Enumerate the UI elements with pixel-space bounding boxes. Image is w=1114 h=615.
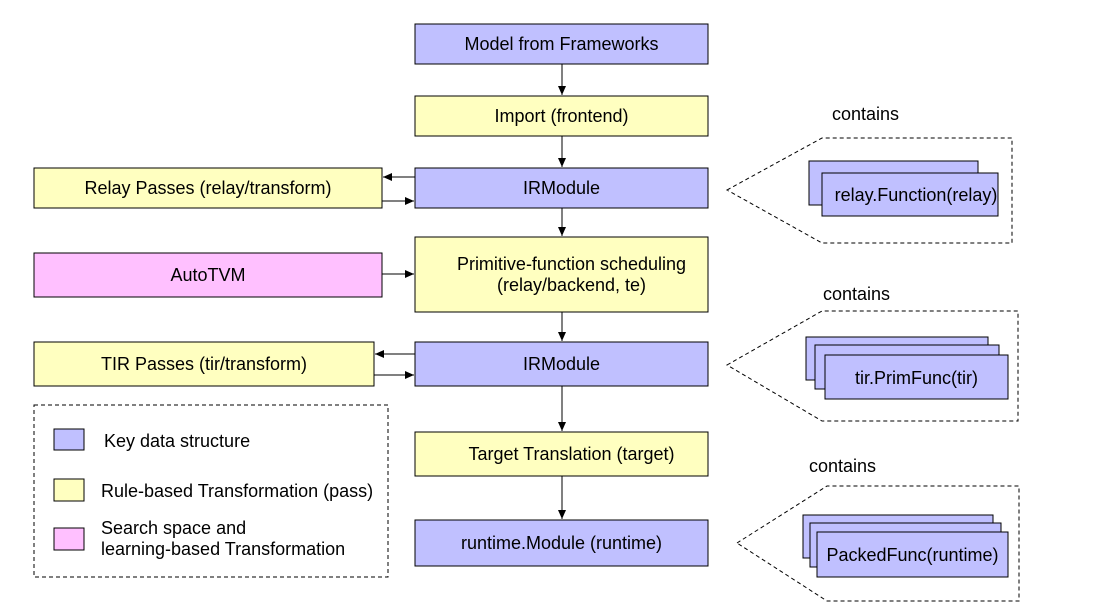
legend-rule-label: Rule-based Transformation (pass): [101, 481, 374, 501]
relay-passes-label: Relay Passes (relay/transform): [84, 178, 332, 198]
packedfunc-stack-front: [816, 531, 1009, 578]
irmodule-relay-label: IRModule: [522, 178, 601, 198]
target-translation-box: [414, 431, 709, 477]
runtime-module-box: [414, 519, 709, 567]
model-from-frameworks-box: [414, 23, 709, 65]
primfunc-stack-front: [824, 354, 1009, 400]
contains-callout-relay: [725, 137, 1013, 244]
scheduling-label-line2: (relay/backend, te): [496, 275, 647, 295]
primitive-function-scheduling-box: [414, 236, 709, 313]
import-frontend-box: [414, 95, 709, 137]
relay-function-stack-front: [821, 172, 999, 217]
target-translation-label: Target Translation (target): [468, 444, 675, 464]
contains-callout-tir: [726, 310, 1019, 422]
contains-callout-packedfunc: [736, 485, 1020, 602]
legend-frame: [33, 404, 389, 578]
legend-key-label: Key data structure: [104, 431, 251, 451]
relay-passes-box: [33, 167, 383, 209]
legend-swatch-key: [53, 428, 85, 451]
primfunc-label: tir.PrimFunc(tir): [855, 368, 978, 388]
legend-search-label-line1: Search space and: [101, 518, 247, 538]
contains-label-tir: contains: [823, 284, 891, 304]
legend-swatch-rule: [53, 478, 85, 502]
autotvm-box: [33, 252, 383, 298]
tir-passes-label: TIR Passes (tir/transform): [100, 354, 308, 374]
relay-function-label: relay.Function(relay): [834, 185, 998, 205]
model-from-frameworks-label: Model from Frameworks: [464, 34, 659, 54]
tir-passes-box: [33, 341, 375, 387]
scheduling-label-line1: Primitive-function scheduling: [456, 254, 687, 274]
legend-search-label-line2: learning-based Transformation: [101, 539, 346, 559]
irmodule-tir-label: IRModule: [522, 354, 601, 374]
irmodule-relay-box: [414, 167, 709, 209]
contains-label-relay: contains: [832, 104, 900, 124]
irmodule-tir-box: [414, 341, 709, 387]
runtime-module-label: runtime.Module (runtime): [460, 533, 663, 553]
autotvm-label: AutoTVM: [170, 265, 246, 285]
legend-swatch-search: [53, 527, 85, 551]
packedfunc-label: PackedFunc(runtime): [826, 545, 999, 565]
contains-label-packedfunc: contains: [809, 456, 877, 476]
import-frontend-label: Import (frontend): [494, 106, 629, 126]
